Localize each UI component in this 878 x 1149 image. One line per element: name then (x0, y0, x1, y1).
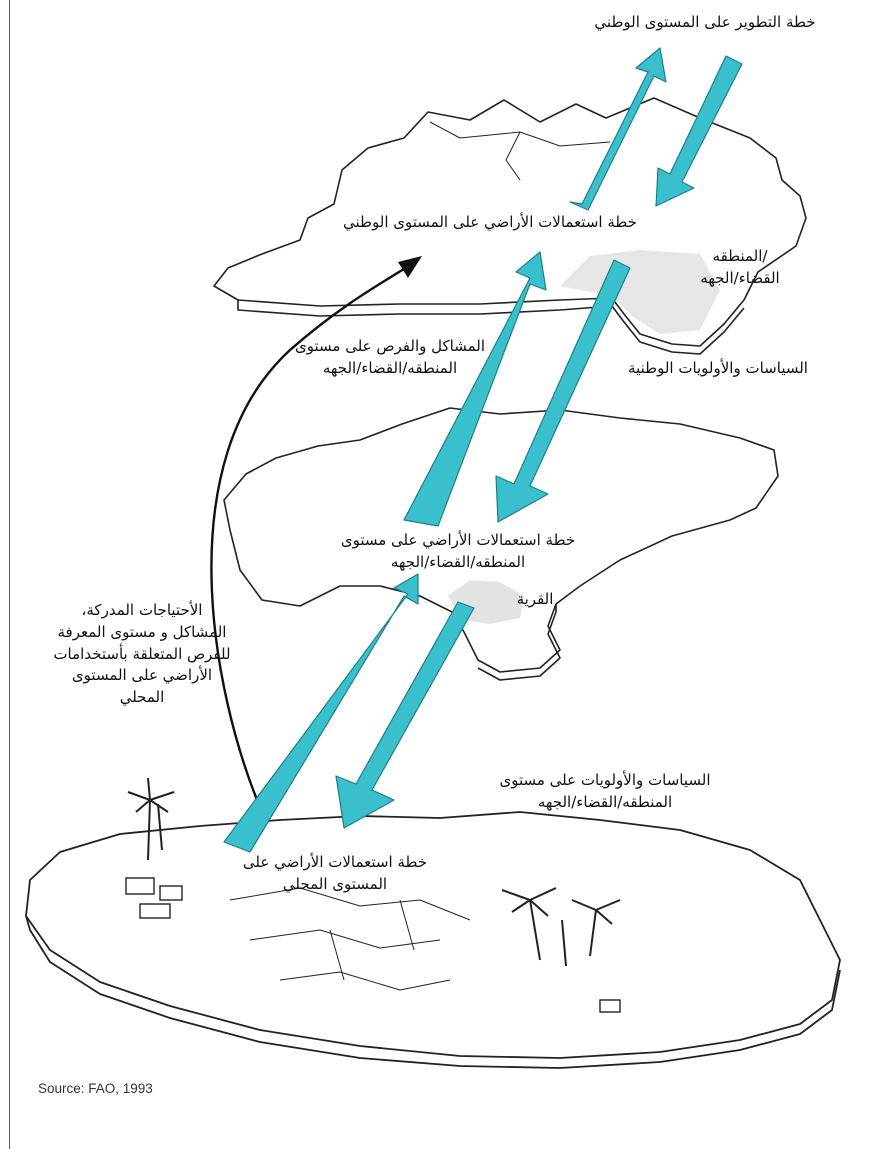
label-district-policies: السياسات والأولويات على مستوى المنطقه/ال… (460, 770, 750, 814)
label-local-landuse-plan: خطة استعمالات الأراضي على المستوى المحلي (200, 852, 470, 896)
label-district-region: /المنطقه القضاء/الجهه (680, 246, 800, 290)
label-national-policies: السياسات والأولويات الوطنية (598, 358, 838, 380)
label-national-development-plan: خطة التطوير على المستوى الوطني (580, 12, 830, 34)
label-local-perceived-needs: الأحتياجات المدركة، المشاكل و مستوى المع… (22, 600, 262, 709)
source-caption: Source: FAO, 1993 (38, 1081, 153, 1096)
label-district-problems-opportunities: المشاكل والفرص على مستوى المنطقه/القضاء/… (260, 336, 520, 380)
label-village: القرية (500, 589, 570, 611)
label-national-landuse-plan: خطة استعمالات الأراضي على المستوى الوطني (310, 212, 670, 234)
label-district-landuse-plan: خطة استعمالات الأراضي على مستوى المنطقه/… (318, 530, 598, 574)
arrow-down-local (336, 602, 474, 828)
